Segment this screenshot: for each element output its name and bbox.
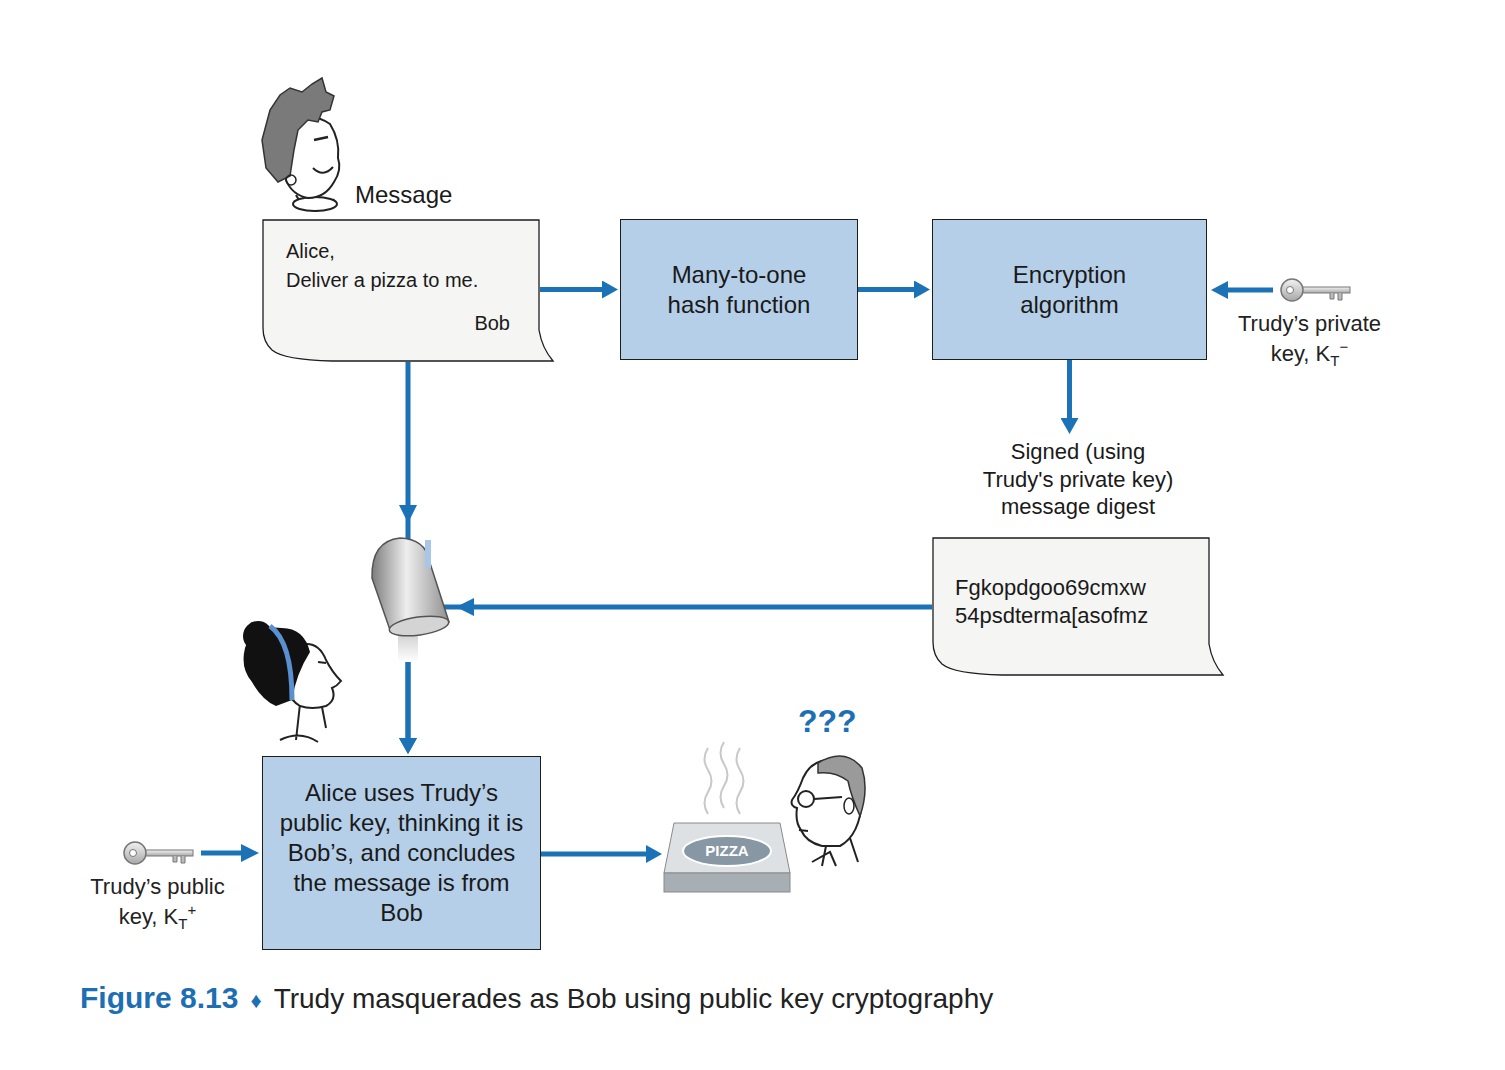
private-key-icon [1300, 287, 1350, 293]
key-subscript: T [178, 915, 187, 932]
alice-figure [270, 626, 292, 700]
trudy-figure [262, 78, 334, 182]
process-box: Encryption algorithm [932, 219, 1207, 360]
public-key-icon [124, 842, 146, 864]
paper-outline [263, 220, 553, 361]
digest-text: Fgkopdgoo69cmxw 54psdterma[asofmz [955, 574, 1195, 629]
alice-figure [280, 704, 326, 742]
message-note: MessageAlice, Deliver a pizza to me. Bob [262, 178, 554, 362]
flow-arrow [408, 607, 932, 742]
pizza-box: PIZZA [664, 815, 790, 893]
key-label: Trudy’s public key, K [90, 874, 225, 929]
caption-separator: ♦ [250, 986, 261, 1016]
mailbox-icon [372, 538, 450, 662]
key-subscript: T [1330, 352, 1339, 369]
key-superscript: − [1339, 338, 1348, 355]
mailbox-icon [388, 613, 450, 639]
public-key-icon [173, 856, 185, 863]
box-label: Many-to-one hash function [654, 260, 824, 320]
key-arrow [201, 844, 259, 862]
bob-figure [792, 756, 866, 866]
key-superscript: + [187, 901, 196, 918]
trudy-figure [313, 167, 333, 173]
pizza-box-lid [664, 823, 790, 873]
bob-figure [798, 791, 814, 807]
label-group: ??? [798, 700, 857, 743]
key-arrow [1211, 281, 1228, 299]
flow-arrow [540, 287, 606, 292]
key-arrow [1211, 281, 1273, 299]
paper-outline [933, 538, 1223, 675]
bob-figure [799, 797, 842, 831]
alice-figure [318, 662, 326, 663]
flow-arrowhead [399, 505, 474, 616]
process-box: Alice uses Trudy’s public key, thinking … [262, 756, 541, 950]
steam-lines [705, 742, 744, 814]
steam-lines [705, 748, 712, 814]
caption-row: Figure 8.13 ♦ Trudy masquerades as Bob usi… [80, 978, 993, 1019]
public-key-icon [130, 850, 137, 857]
flow-arrow [858, 287, 918, 292]
key-arrow [201, 851, 243, 856]
note-signature: Bob [474, 311, 510, 336]
flow-arrow [541, 852, 650, 857]
key-arrow [1226, 288, 1273, 293]
flow-arrowhead [399, 505, 417, 523]
trudy-figure [293, 197, 337, 211]
private-key-icon [1330, 293, 1342, 300]
private-key-icon [1287, 287, 1294, 294]
mailbox-icon [425, 540, 431, 568]
note-line: Deliver a pizza to me. [286, 268, 478, 293]
trudy-figure [314, 137, 328, 140]
process-box: Many-to-one hash function [620, 219, 858, 360]
trudy-figure [286, 175, 296, 185]
flow-arrow [1067, 360, 1072, 422]
key-label: Trudy’s private key, K [1238, 311, 1381, 366]
trudy-figure [262, 78, 339, 211]
note-line: Alice, [286, 239, 335, 264]
public-key-icon [124, 842, 193, 864]
alice-figure [243, 621, 273, 651]
alice-figure [243, 621, 341, 742]
figure-caption: Trudy masquerades as Bob using public ke… [274, 980, 994, 1018]
label-group: Trudy’s public key, KT+ [70, 872, 245, 931]
digest-note: Signed (using Trudy's private key) messa… [932, 438, 1224, 676]
key-arrow [241, 844, 259, 862]
bob-figure [844, 798, 854, 814]
pizza-label: PIZZA [664, 842, 790, 861]
private-key-icon [1281, 279, 1350, 301]
pizza-box-side [664, 873, 790, 892]
note-heading: Message [355, 180, 452, 210]
steam-lines [737, 748, 744, 814]
note-heading: Signed (using Trudy's private key) messa… [977, 438, 1179, 521]
box-label: Encryption algorithm [985, 260, 1155, 320]
flow-arrowhead [456, 598, 474, 616]
public-key-icon [143, 850, 193, 856]
steam-lines [721, 742, 728, 808]
private-key-icon [1281, 279, 1303, 301]
confusion-marks: ??? [798, 703, 857, 739]
figure-number: Figure 8.13 [80, 978, 238, 1019]
bob-figure [818, 756, 865, 816]
box-label: Alice uses Trudy’s public key, thinking … [277, 778, 526, 928]
label-group: Trudy’s private key, KT− [1222, 309, 1397, 368]
